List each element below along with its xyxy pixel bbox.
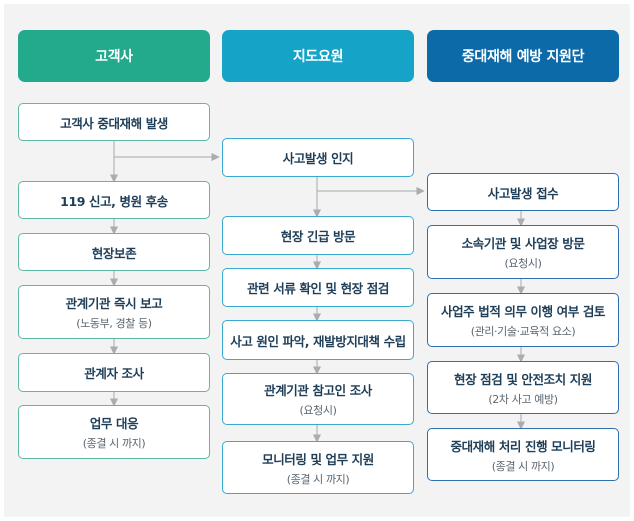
- step-box-c2-2: 현장 긴급 방문: [222, 216, 414, 255]
- step-title: 모니터링 및 업무 지원: [262, 451, 374, 467]
- step-title: 사업주 법적 의무 이행 여부 검토: [440, 304, 606, 319]
- step-title: 관계기관 즉시 보고: [65, 296, 163, 311]
- step-subtitle: (종결 시 까지): [286, 472, 350, 486]
- step-box-c2-6: 모니터링 및 업무 지원 (종결 시 까지): [222, 441, 414, 494]
- step-box-c3-5: 중대재해 처리 진행 모니터링 (종결 시 까지): [427, 428, 619, 481]
- step-title: 업무 대응: [89, 416, 139, 431]
- step-title: 고객사 중대재해 발생: [60, 115, 168, 131]
- column-header-label: 고객사: [95, 49, 133, 65]
- step-subtitle: (2차 사고 예방): [488, 392, 558, 406]
- step-title: 현장보존: [91, 245, 137, 261]
- step-subtitle: (요청시): [299, 404, 337, 417]
- step-box-c2-5: 관계기관 참고인 조사 (요청시): [222, 373, 414, 425]
- step-box-c1-3: 현장보존: [18, 233, 210, 271]
- step-box-c1-5: 관계자 조사: [18, 353, 210, 392]
- step-title: 사고발생 인지: [282, 151, 354, 166]
- column-header-label: 지도요원: [292, 49, 344, 65]
- step-title: 현장 긴급 방문: [280, 229, 356, 244]
- step-title: 현장 점검 및 안전조치 지원: [454, 371, 592, 387]
- step-title: 관계자 조사: [84, 366, 144, 381]
- step-title: 사고 원인 파악, 재발방지대책 수립: [230, 333, 406, 349]
- step-box-c1-1: 고객사 중대재해 발생: [18, 103, 210, 141]
- column-header-instructor: 지도요원: [222, 30, 414, 82]
- step-box-c3-3: 사업주 법적 의무 이행 여부 검토 (관리·기술·교육적 요소): [427, 293, 619, 347]
- column-header-label: 중대재해 예방 지원단: [461, 49, 585, 65]
- step-subtitle: (노동부, 경찰 등): [76, 317, 152, 330]
- step-box-c3-2: 소속기관 및 사업장 방문 (요청시): [427, 225, 619, 279]
- step-title: 소속기관 및 사업장 방문: [461, 236, 585, 251]
- column-header-customer: 고객사: [18, 30, 210, 82]
- step-subtitle: (요청시): [504, 257, 542, 270]
- step-box-c3-4: 현장 점검 및 안전조치 지원 (2차 사고 예방): [427, 361, 619, 414]
- step-title: 사고발생 접수: [487, 185, 559, 201]
- step-subtitle: (관리·기술·교육적 요소): [470, 325, 576, 338]
- step-box-c1-6: 업무 대응 (종결 시 까지): [18, 405, 210, 459]
- step-title: 관계기관 참고인 조사: [264, 383, 372, 398]
- step-box-c2-1: 사고발생 인지: [222, 138, 414, 177]
- step-box-c3-1: 사고발생 접수: [427, 173, 619, 211]
- step-box-c1-4: 관계기관 즉시 보고 (노동부, 경찰 등): [18, 285, 210, 339]
- step-box-c2-3: 관련 서류 확인 및 현장 점검: [222, 268, 414, 307]
- step-box-c2-4: 사고 원인 파악, 재발방지대책 수립: [222, 320, 414, 360]
- step-subtitle: (종결 시 까지): [82, 437, 146, 450]
- step-box-c1-2: 119 신고, 병원 후송: [18, 181, 210, 219]
- step-title: 중대재해 처리 진행 모니터링: [450, 438, 596, 454]
- step-title: 관련 서류 확인 및 현장 점검: [247, 281, 389, 296]
- column-header-support-team: 중대재해 예방 지원단: [427, 30, 619, 82]
- step-title: 119 신고, 병원 후송: [60, 193, 168, 209]
- step-subtitle: (종결 시 까지): [491, 459, 555, 473]
